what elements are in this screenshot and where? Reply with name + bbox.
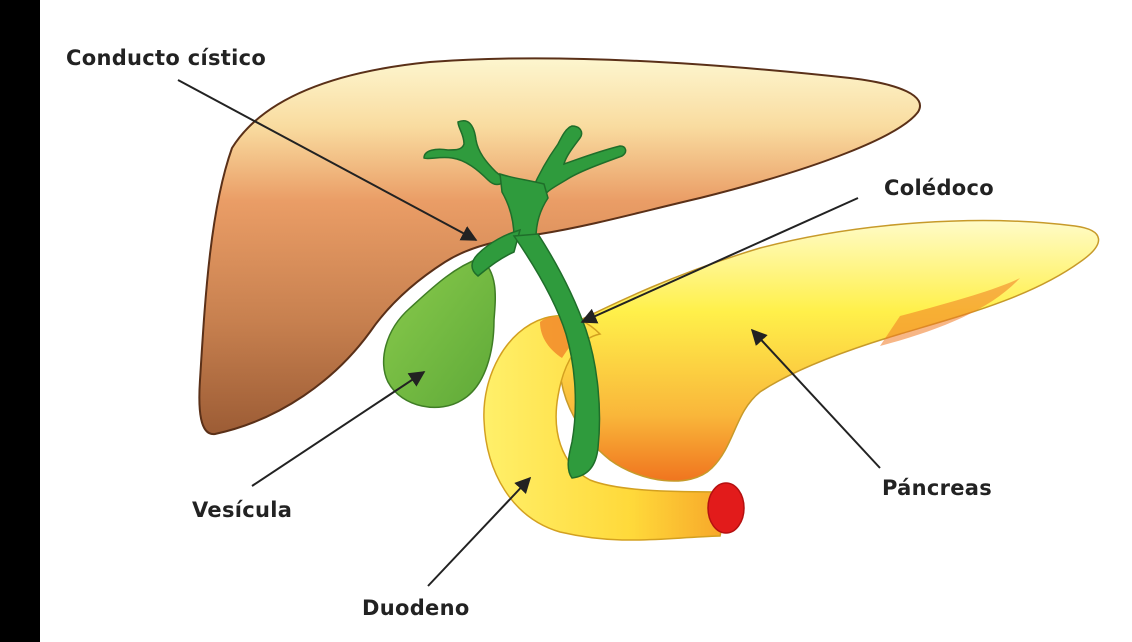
label-duodeno: Duodeno [362, 596, 470, 620]
arrow-duodeno [428, 478, 530, 586]
pancreas [560, 221, 1099, 481]
label-coledoco: Colédoco [884, 176, 994, 200]
duodenum-lumen [708, 483, 744, 533]
label-vesicula: Vesícula [192, 498, 292, 522]
label-conducto-cistico: Conducto cístico [66, 46, 266, 70]
label-pancreas: Páncreas [882, 476, 992, 500]
